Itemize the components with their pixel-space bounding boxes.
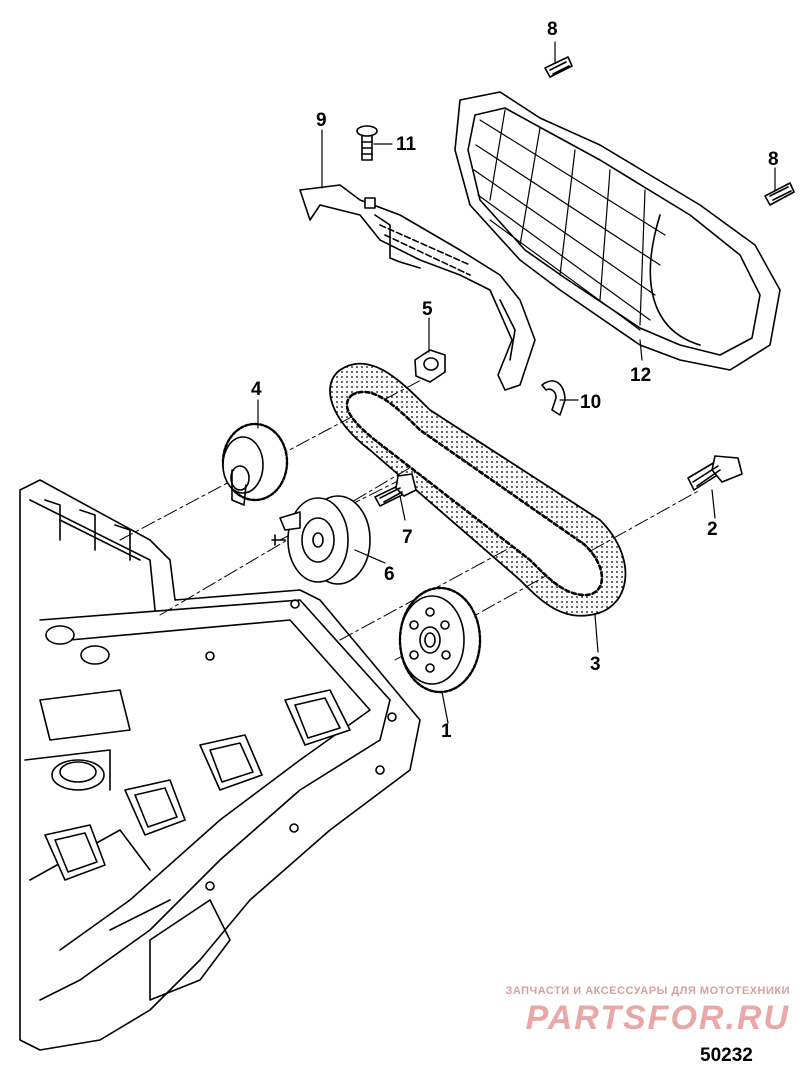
callout-5: 5 — [422, 299, 433, 320]
callout-3: 3 — [590, 654, 601, 675]
callout-2: 2 — [707, 519, 718, 540]
callout-11: 11 — [396, 134, 417, 155]
camshaft-sprocket — [398, 586, 482, 694]
crankshaft-sprocket — [221, 422, 289, 506]
engine-cylinder-head — [19, 479, 421, 1051]
nut-part-5 — [414, 349, 446, 383]
screw-part-11 — [356, 125, 378, 161]
plug-well-3 — [124, 779, 186, 836]
callout-7: 7 — [402, 527, 413, 548]
callout-9: 9 — [316, 110, 327, 131]
watermark-brand: PARTSFOR.RU — [525, 999, 790, 1037]
callout-1: 1 — [441, 721, 452, 742]
watermark-tagline: ЗАПЧАСТИ И АКСЕССУАРЫ ДЛЯ МОТОТЕХНИКИ — [505, 985, 790, 997]
callout-8-lower: 8 — [768, 149, 779, 170]
inner-belt-cover — [299, 184, 536, 391]
figure-number: 50232 — [700, 1045, 753, 1066]
timing-belt — [329, 362, 627, 617]
stud-part-8-upper — [544, 56, 573, 78]
stud-part-8-lower — [764, 182, 795, 206]
bolt-part-2 — [687, 455, 743, 491]
callout-10: 10 — [580, 392, 602, 413]
bolt-part-7 — [374, 473, 417, 507]
leader-lines — [257, 41, 776, 724]
tensioner-pulley — [271, 495, 371, 585]
plug-well-4 — [44, 824, 106, 881]
outer-belt-cover — [454, 91, 781, 371]
plug-well-1 — [284, 689, 351, 746]
plug-well-2 — [199, 734, 263, 791]
callout-8-upper: 8 — [547, 19, 558, 40]
watermark: ЗАПЧАСТИ И АКСЕССУАРЫ ДЛЯ МОТОТЕХНИКИ PA… — [470, 985, 790, 1038]
clip-part-10 — [541, 380, 566, 416]
callout-6: 6 — [384, 564, 395, 585]
callout-12: 12 — [630, 365, 652, 386]
callout-4: 4 — [251, 379, 262, 400]
